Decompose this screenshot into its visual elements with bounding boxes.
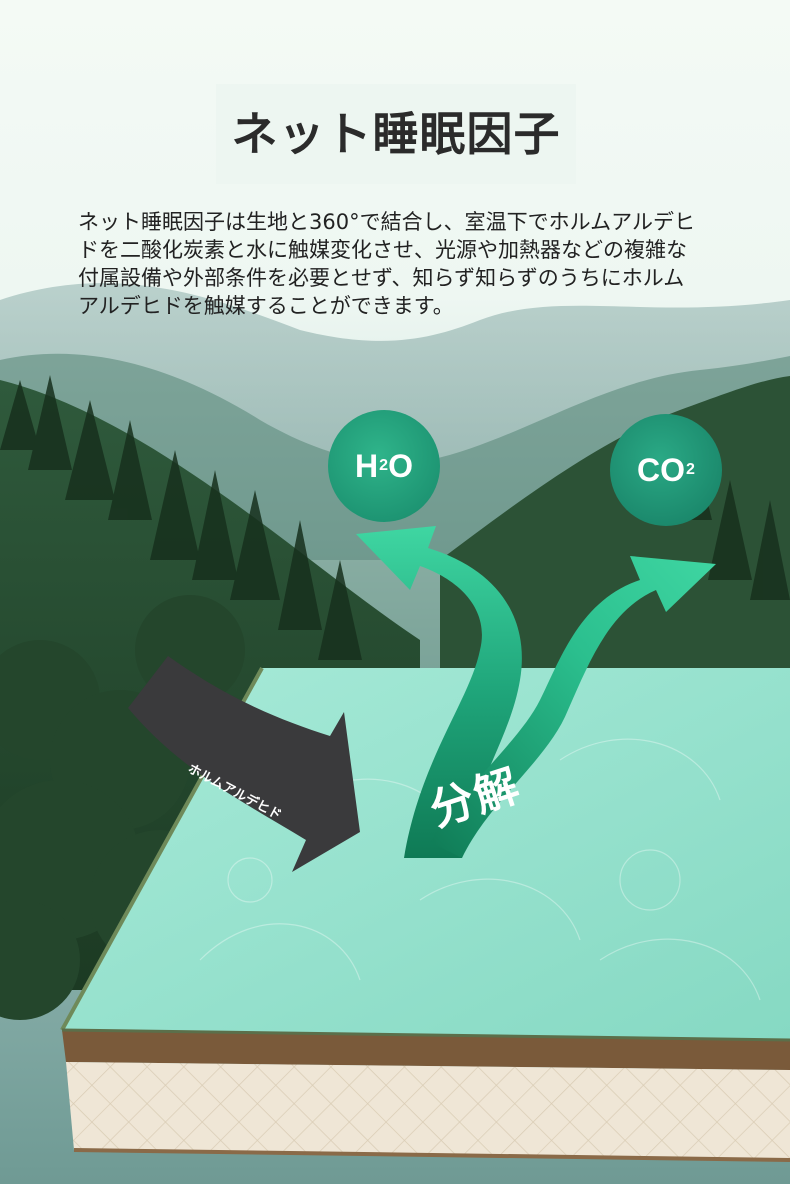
title-background xyxy=(216,84,576,184)
co2-name: CO xyxy=(637,451,686,488)
mattress-top-border xyxy=(61,1028,790,1042)
mattress-bottom-piping xyxy=(73,1148,790,1162)
description-line: アルデヒドを触媒することができます。 xyxy=(78,294,454,318)
h2o-arrow xyxy=(356,526,522,858)
tree-silhouettes xyxy=(0,375,790,660)
feature-description: ネット睡眠因子は生地と360°で結合し、室温下でホルムアルデヒ ドを二酸化炭素と… xyxy=(78,208,778,320)
page-title: ネット睡眠因子 xyxy=(231,107,561,161)
co2-arrow xyxy=(430,556,716,858)
mattress-side xyxy=(66,1062,790,1160)
h2o-suffix: O xyxy=(388,447,413,484)
description-line: ドを二酸化炭素と水に触媒変化させ、光源や加熱器などの複雑な xyxy=(78,238,687,262)
description-line: ネット睡眠因子は生地と360°で結合し、室温下でホルムアルデヒ xyxy=(78,210,695,234)
description-line: 付属設備や外部条件を必要とせず、知らず知らずのうちにホルム xyxy=(78,266,685,290)
h2o-subscript: 2 xyxy=(379,457,389,474)
mattress-piping xyxy=(62,1030,790,1070)
formaldehyde-arrow xyxy=(128,656,360,872)
co2-subscript: 2 xyxy=(686,461,695,478)
h2o-name: H xyxy=(355,447,379,484)
